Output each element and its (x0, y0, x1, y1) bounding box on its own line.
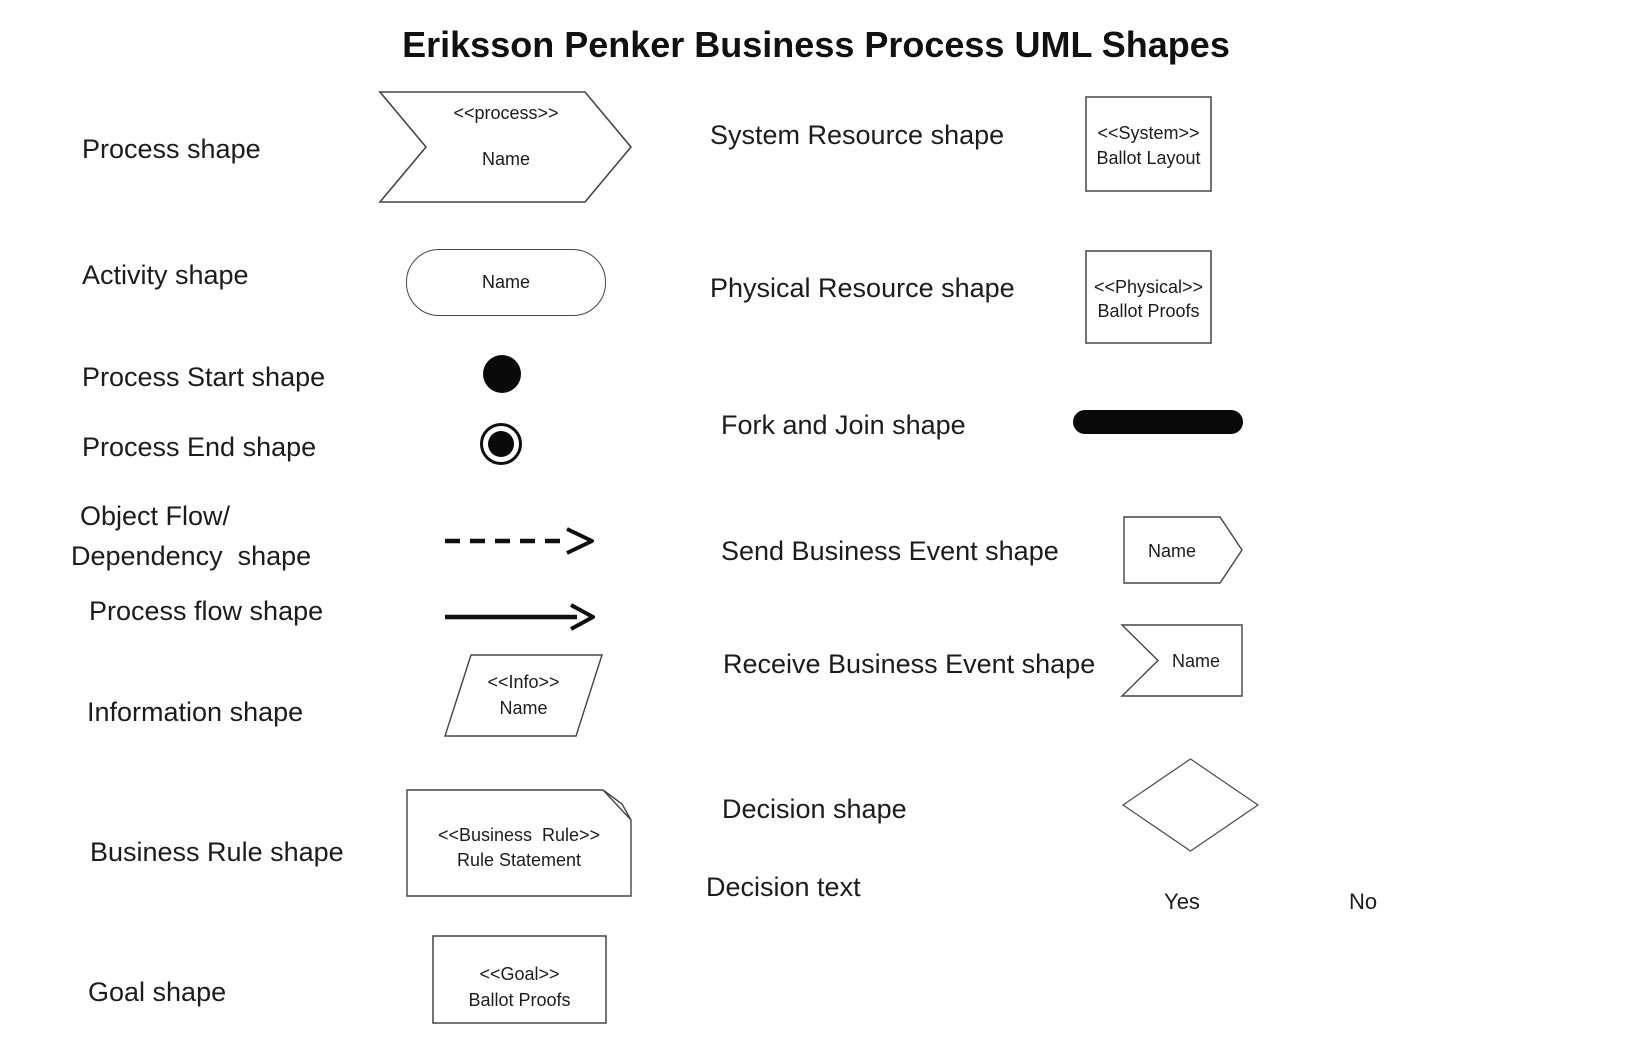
business-rule-label: Business Rule shape (90, 837, 344, 867)
page-title: Eriksson Penker Business Process UML Sha… (402, 24, 1230, 65)
process-end-label: Process End shape (82, 432, 317, 462)
goal-shape-label: Goal shape (88, 977, 227, 1007)
note-glyph (406, 789, 632, 897)
activity-pill-shape: Name (406, 249, 606, 316)
rectangle-glyph (1085, 96, 1212, 192)
decision-yes-text: Yes (1164, 889, 1200, 914)
chevron-glyph (378, 91, 633, 203)
rectangle-glyph (432, 935, 607, 1024)
signal-receive-glyph (1120, 624, 1243, 697)
physical-resource-name: Ballot Proofs (1097, 301, 1200, 321)
decision-text-label: Decision text (706, 872, 861, 902)
filled-circle-glyph (483, 355, 521, 393)
goal-stereotype: <<Goal>> (479, 964, 560, 984)
send-event-name: Name (1147, 541, 1196, 561)
physical-resource-label: Physical Resource shape (710, 273, 1015, 303)
system-resource-stereotype: <<System>> (1097, 123, 1200, 143)
solid-arrow-shape (443, 601, 598, 633)
decision-no-text: No (1348, 889, 1378, 914)
signal-send-glyph (1123, 516, 1243, 584)
object-flow-label-line2: Dependency shape (71, 541, 312, 571)
system-resource-label: System Resource shape (710, 120, 1005, 150)
fork-join-bar-shape (1073, 410, 1243, 434)
solid-arrow-glyph (445, 603, 595, 631)
goal-name: Ballot Proofs (468, 990, 571, 1010)
physical-resource-stereotype: <<Physical>> (1093, 277, 1204, 297)
decision-diamond-shape (1121, 758, 1260, 852)
process-end-shape (479, 422, 523, 466)
system-resource-name: Ballot Layout (1096, 148, 1201, 168)
business-rule-stereotype: <<Business Rule>> (437, 825, 601, 845)
send-event-pentagon-shape: Name (1123, 516, 1243, 584)
dashed-arrow-glyph (445, 527, 594, 555)
rectangle-glyph (1085, 250, 1212, 344)
decision-shape-label: Decision shape (722, 794, 907, 824)
process-start-shape (482, 354, 522, 394)
receive-event-label: Receive Business Event shape (723, 649, 1096, 679)
process-stereotype: <<process>> (453, 103, 559, 123)
parallelogram-glyph (444, 654, 603, 737)
information-shape-label: Information shape (87, 697, 304, 727)
business-rule-name: Rule Statement (456, 850, 582, 870)
business-rule-note-shape: <<Business Rule>> Rule Statement (406, 789, 632, 897)
system-resource-rect-shape: <<System>> Ballot Layout (1085, 96, 1212, 192)
bullseye-glyph (480, 423, 522, 465)
goal-rect-shape: <<Goal>> Ballot Proofs (432, 935, 607, 1024)
diamond-glyph (1121, 758, 1260, 852)
dashed-arrow-shape (443, 525, 598, 557)
receive-event-flag-shape: Name (1120, 624, 1243, 697)
process-name: Name (481, 149, 530, 169)
physical-resource-rect-shape: <<Physical>> Ballot Proofs (1085, 250, 1212, 344)
activity-name: Name (481, 272, 530, 292)
information-name: Name (499, 698, 548, 718)
receive-event-name: Name (1171, 651, 1220, 671)
process-chevron-shape: <<process>> Name (378, 91, 633, 203)
fork-join-label: Fork and Join shape (721, 410, 966, 440)
process-shape-label: Process shape (82, 134, 261, 164)
send-event-label: Send Business Event shape (721, 536, 1059, 566)
process-start-label: Process Start shape (82, 362, 326, 392)
object-flow-label-line1: Object Flow/ (80, 501, 231, 531)
activity-shape-label: Activity shape (82, 260, 249, 290)
process-flow-label: Process flow shape (89, 596, 324, 626)
information-stereotype: <<Info>> (487, 672, 560, 692)
information-parallelogram-shape: <<Info>> Name (444, 654, 603, 737)
